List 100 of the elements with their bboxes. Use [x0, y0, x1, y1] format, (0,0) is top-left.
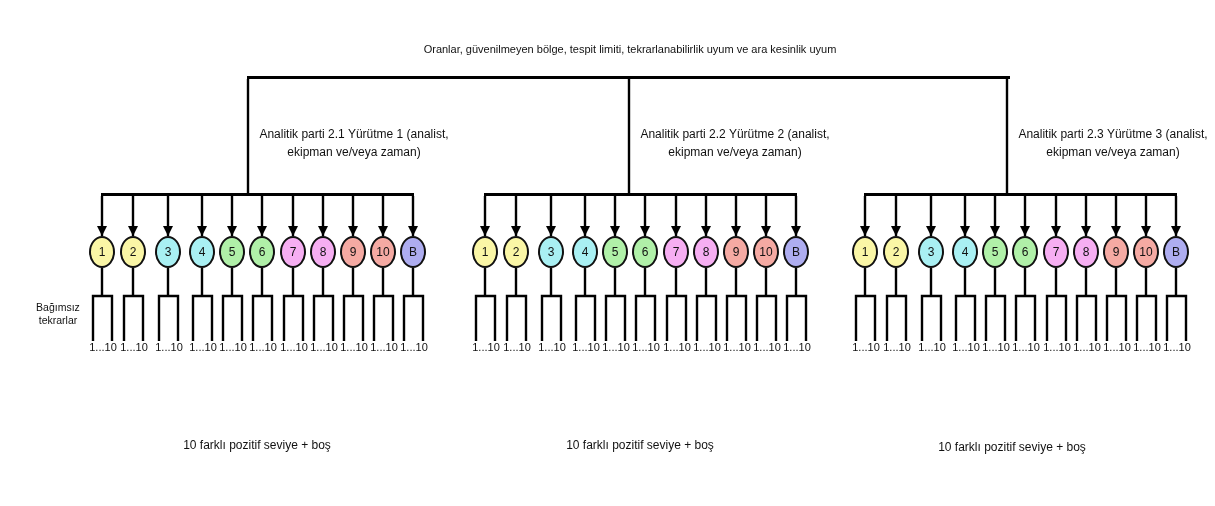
arrow [700, 196, 712, 236]
arrow [925, 196, 937, 236]
replicate-label: 1...10 [187, 341, 219, 355]
replicate-label: 1...10 [1161, 341, 1193, 355]
replicate-label: 1...10 [570, 341, 602, 355]
fork-line [251, 266, 274, 343]
arrow [479, 196, 491, 236]
arrow [317, 196, 329, 236]
replicate-label: 1...10 [368, 341, 400, 355]
fork-line [312, 266, 335, 343]
level-circle: 10 [1133, 236, 1159, 268]
arrow [989, 196, 1001, 236]
fork-line [920, 266, 943, 343]
level-circle: 4 [189, 236, 215, 268]
arrow [256, 196, 268, 236]
fork-line [342, 266, 365, 343]
arrow [196, 196, 208, 236]
fork-line [122, 266, 145, 343]
level-circle: 6 [1012, 236, 1038, 268]
level-circle: 7 [280, 236, 306, 268]
level-circle: 1 [89, 236, 115, 268]
level-circle: 4 [572, 236, 598, 268]
level-circle: 8 [1073, 236, 1099, 268]
level-circle: 5 [219, 236, 245, 268]
fork-line [1075, 266, 1098, 343]
group-caption: 10 farklı pozitif seviye + boş [565, 438, 715, 453]
replicate-label: 1...10 [278, 341, 310, 355]
replicate-label: 1...10 [661, 341, 693, 355]
fork-line [282, 266, 305, 343]
arrow [730, 196, 742, 236]
fork-line [1105, 266, 1128, 343]
level-circle: 1 [852, 236, 878, 268]
horizontal-bar [247, 76, 1010, 79]
arrow [1019, 196, 1031, 236]
horizontal-bar [101, 193, 414, 196]
fork-line [221, 266, 244, 343]
replicate-label: 1...10 [1131, 341, 1163, 355]
level-circle: 2 [120, 236, 146, 268]
replicate-label: 1...10 [153, 341, 185, 355]
arrow [1080, 196, 1092, 236]
fork-line [665, 266, 688, 343]
replicate-label: 1...10 [118, 341, 150, 355]
level-circle: 9 [1103, 236, 1129, 268]
fork-line [755, 266, 778, 343]
arrow [959, 196, 971, 236]
arrow [890, 196, 902, 236]
arrow [859, 196, 871, 236]
connector-line [1005, 79, 1009, 193]
fork-line [954, 266, 977, 343]
replicate-label: 1...10 [980, 341, 1012, 355]
level-circle: 9 [340, 236, 366, 268]
arrow [609, 196, 621, 236]
arrow [407, 196, 419, 236]
arrow [790, 196, 802, 236]
diagram-title: Oranlar, güvenilmeyen bölge, tespit limiti, tekrarlanabilirlik uyum ve ara kesinlik uyum [422, 43, 838, 57]
fork-line [604, 266, 627, 343]
arrow [760, 196, 772, 236]
level-circle: 10 [753, 236, 779, 268]
fork-line [574, 266, 597, 343]
level-circle: 2 [883, 236, 909, 268]
replicate-label: 1...10 [1071, 341, 1103, 355]
level-circle: 2 [503, 236, 529, 268]
fork-line [725, 266, 748, 343]
fork-line [505, 266, 528, 343]
fork-line [91, 266, 114, 343]
fork-line [540, 266, 563, 343]
arrow [510, 196, 522, 236]
arrow [1140, 196, 1152, 236]
arrow [127, 196, 139, 236]
level-circle: B [400, 236, 426, 268]
replicate-label: 1...10 [501, 341, 533, 355]
fork-line [474, 266, 497, 343]
fork-line [372, 266, 395, 343]
fork-line [695, 266, 718, 343]
fork-line [885, 266, 908, 343]
arrow [377, 196, 389, 236]
arrow [1170, 196, 1182, 236]
run-label: Analitik parti 2.1 Yürütme 1 (analist, ekipman ve/veya zaman) [258, 126, 450, 161]
replicate-label: 1...10 [398, 341, 430, 355]
replicate-label: 1...10 [781, 341, 813, 355]
level-circle: B [783, 236, 809, 268]
replicate-label: 1...10 [470, 341, 502, 355]
fork-line [191, 266, 214, 343]
replicate-label: 1...10 [247, 341, 279, 355]
group-caption: 10 farklı pozitif seviye + boş [937, 440, 1087, 455]
level-circle: 3 [918, 236, 944, 268]
level-circle: 7 [1043, 236, 1069, 268]
replicate-label: 1...10 [1041, 341, 1073, 355]
level-circle: 9 [723, 236, 749, 268]
level-circle: 7 [663, 236, 689, 268]
horizontal-bar [484, 193, 797, 196]
level-circle: 10 [370, 236, 396, 268]
replicate-label: 1...10 [308, 341, 340, 355]
fork-line [634, 266, 657, 343]
arrow [347, 196, 359, 236]
connector-line [246, 79, 250, 193]
replicate-label: 1...10 [950, 341, 982, 355]
fork-line [1135, 266, 1158, 343]
replicate-label: 1...10 [751, 341, 783, 355]
replicate-label: 1...10 [1101, 341, 1133, 355]
